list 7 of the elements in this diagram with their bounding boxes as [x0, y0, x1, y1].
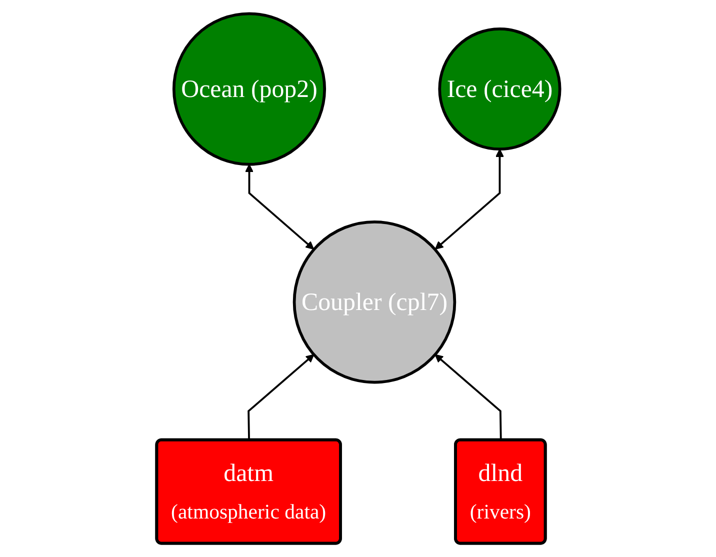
arrow	[244, 164, 314, 250]
arrow	[434, 148, 504, 250]
arrow	[247, 354, 314, 440]
node-circle: Ice (cice4)	[438, 27, 562, 151]
node-circle: Ocean (pop2)	[172, 12, 326, 166]
arrow	[434, 354, 502, 440]
node-circle: Coupler (cpl7)	[292, 220, 456, 384]
